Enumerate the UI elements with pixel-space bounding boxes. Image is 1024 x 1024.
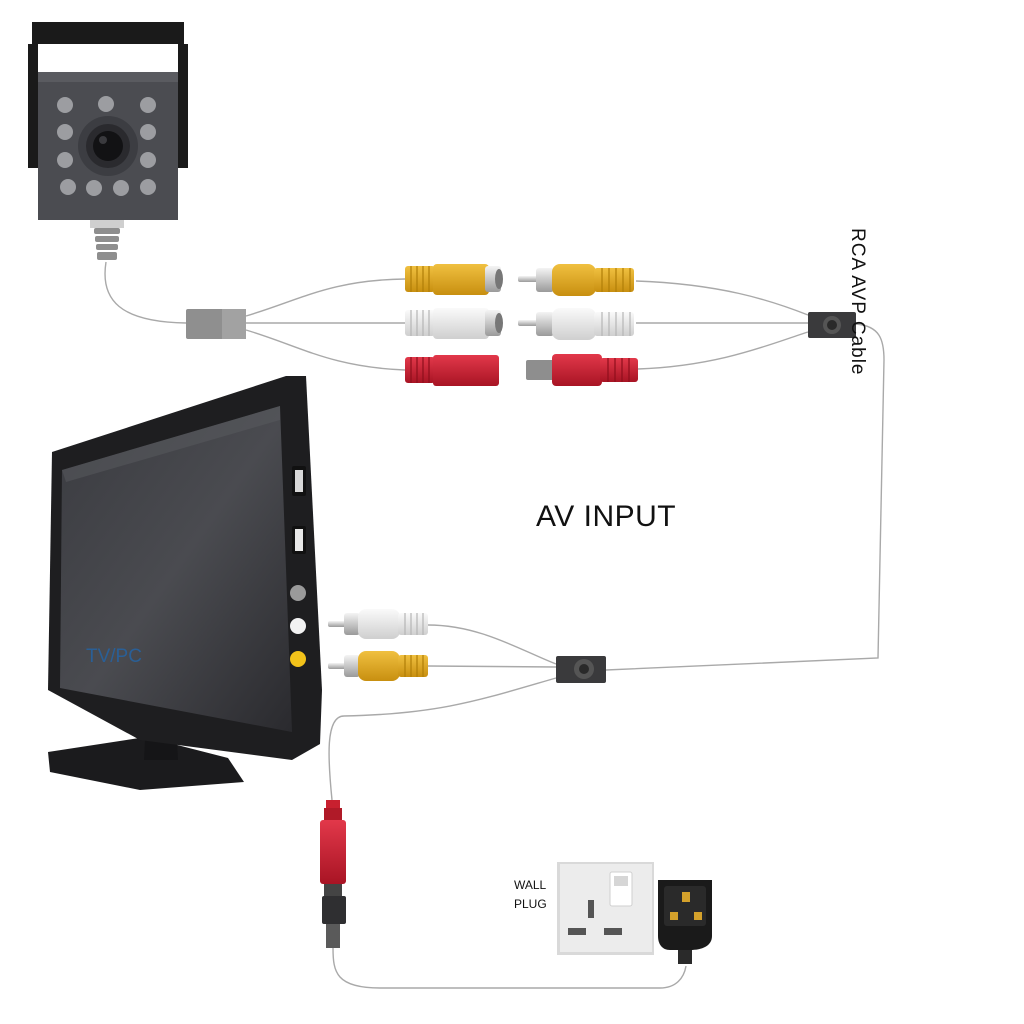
rca-red-wire: [637, 331, 809, 370]
tv-rca-yellow: [328, 651, 428, 681]
male-rca-white: [518, 308, 634, 340]
wall-plug-label: WALL PLUG: [514, 876, 547, 914]
male-rca-yellow: [518, 264, 634, 296]
dc-jack-icon: [320, 800, 346, 948]
cables: [104, 261, 885, 989]
usb-port: [292, 526, 306, 554]
dc-to-plug-wire: [332, 947, 687, 989]
power-wire: [328, 677, 557, 801]
tv-yellow-wire: [427, 665, 557, 668]
tv-white-wire: [427, 624, 557, 665]
monitor-icon: [48, 376, 322, 790]
wall-plug-line1: WALL: [514, 878, 547, 892]
wall-plug-line2: PLUG: [514, 897, 547, 911]
split-red-wire: [245, 329, 406, 371]
camera-splitter: [186, 309, 246, 339]
rca-cable-label: RCA AVP Cable: [847, 228, 868, 376]
hdmi-port: [292, 466, 306, 496]
female-rca-yellow: [405, 264, 503, 295]
camera-cable: [104, 261, 187, 324]
av-port-yellow: [290, 651, 306, 667]
long-av-cable: [605, 323, 885, 671]
av-input-label: AV INPUT: [536, 500, 677, 533]
female-rca-white: [405, 308, 503, 339]
wall-socket-icon: [557, 862, 654, 955]
monitor-logo: TV/PC: [86, 646, 142, 667]
rca-cable-junction: [808, 312, 856, 338]
av-port-white: [290, 618, 306, 634]
female-dc-red: [405, 355, 499, 386]
split-yellow-wire: [245, 278, 406, 317]
av-port-gray: [290, 585, 306, 601]
av-junction: [556, 656, 606, 683]
tv-rca-white: [328, 609, 428, 639]
uk-power-plug-icon: [658, 880, 712, 964]
rca-yellow-wire: [635, 280, 809, 316]
security-camera-icon: [28, 22, 188, 260]
male-dc-red: [526, 354, 638, 386]
